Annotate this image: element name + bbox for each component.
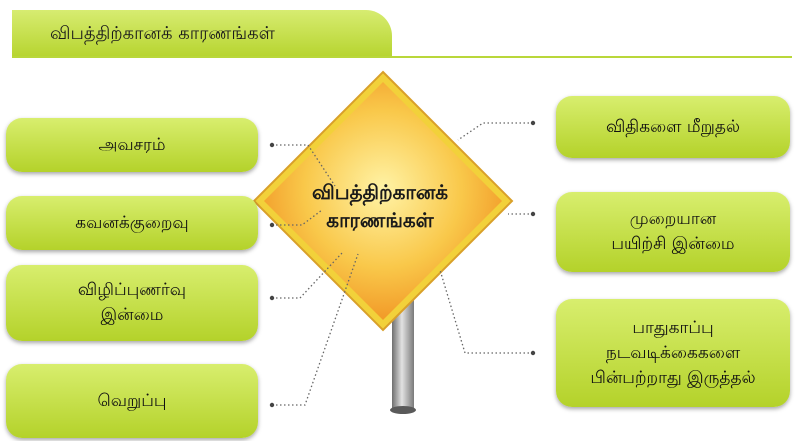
cause-box-right-3: பாதுகாப்பு நடவடிக்கைகளை பின்பற்றாது இருத… xyxy=(556,299,790,407)
connector-left-4 xyxy=(272,253,359,406)
cause-label: விதிகளை மீறுதல் xyxy=(605,116,741,137)
connector-left-1 xyxy=(272,144,336,187)
cause-box-right-2: முறையான பயிற்சி இன்மை xyxy=(556,192,790,272)
cause-box-left-1: அவசரம் xyxy=(6,118,258,172)
cause-label: பாதுகாப்பு நடவடிக்கைகளை பின்பற்றாது இருத… xyxy=(590,317,756,388)
cause-label: விழிப்புணர்வு இன்மை xyxy=(77,280,187,325)
connector-right-1 xyxy=(457,122,533,141)
header-underline xyxy=(12,56,792,58)
cause-label: வெறுப்பு xyxy=(97,390,167,411)
sign-diamond xyxy=(264,82,502,320)
cause-label: கவனக்குறைவு xyxy=(75,212,189,233)
cause-box-left-4: வெறுப்பு xyxy=(6,364,258,438)
connector-left-3 xyxy=(272,252,343,299)
header-title: விபத்திற்கானக் காரணங்கள் xyxy=(50,22,275,44)
cause-box-left-3: விழிப்புணர்வு இன்மை xyxy=(6,265,258,341)
header-tab: விபத்திற்கானக் காரணங்கள் xyxy=(12,10,392,58)
connector-right-3 xyxy=(439,269,533,354)
cause-label: அவசரம் xyxy=(98,134,166,155)
cause-label: முறையான பயிற்சி இன்மை xyxy=(611,209,735,254)
cause-box-left-2: கவனக்குறைவு xyxy=(6,196,258,250)
cause-box-right-1: விதிகளை மீறுதல் xyxy=(556,96,790,158)
sign-label: விபத்திற்கானக் காரணங்கள் xyxy=(311,180,449,232)
pole-base xyxy=(390,406,416,414)
